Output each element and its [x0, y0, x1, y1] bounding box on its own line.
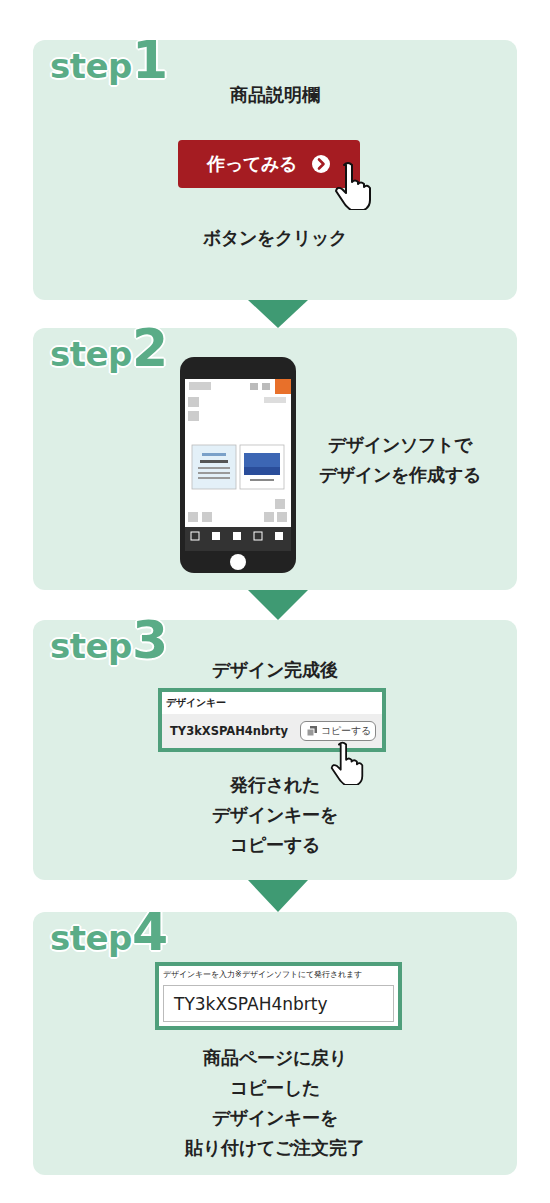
step-word: step [50, 918, 132, 958]
phone-illustration-part [240, 445, 284, 489]
phone-illustration-part [185, 379, 291, 551]
step-label: step2 [50, 322, 168, 374]
phone-illustration-part [250, 479, 274, 481]
text-label: デザインキー [166, 696, 226, 710]
phone-illustration-part [212, 532, 220, 540]
phone-illustration-part [191, 532, 199, 540]
phone-illustration-part [198, 467, 230, 469]
phone-illustration-part [180, 357, 296, 573]
arrow-icon-part [312, 155, 330, 173]
button-label: コピーする [321, 724, 371, 738]
phone-illustration-part [262, 383, 270, 390]
step-label: step3 [50, 614, 168, 666]
step-word: step [50, 626, 132, 666]
phone-illustration-part [198, 472, 230, 474]
flow-arrow [248, 880, 308, 912]
step-number: 4 [132, 902, 168, 962]
hand-cursor-part [336, 163, 370, 210]
text-label: ボタンをクリック [33, 223, 517, 253]
phone-illustration-part [254, 532, 262, 540]
arrow-icon [311, 154, 331, 174]
step-number: 1 [132, 30, 168, 90]
step-number: 3 [132, 610, 168, 670]
step-panel: TY3kXSPAH4nbrty デザインキーを入力※デザインソフトにて発行されます… [33, 912, 517, 1175]
step-word: step [50, 46, 132, 86]
phone-illustration-part [192, 445, 236, 489]
phone-illustration-part [264, 397, 286, 403]
phone-illustration-part [230, 554, 246, 570]
text-label: 商品説明欄 [33, 80, 517, 110]
phone-illustration-part [275, 499, 285, 509]
phone-illustration-part [189, 382, 211, 390]
phone-illustration-part [244, 453, 280, 475]
phone-illustration-part [275, 379, 291, 394]
phone-illustration-part [264, 512, 274, 522]
flow-arrow [248, 300, 308, 328]
text-label: デザイン完成後 [33, 655, 517, 685]
phone-illustration-part [200, 460, 228, 463]
hand-cursor [329, 740, 365, 785]
phone-illustration-part [233, 532, 241, 540]
step-label: step4 [50, 906, 168, 958]
arrow-icon-part [319, 160, 324, 169]
step-number: 2 [132, 318, 168, 378]
phone-illustration-part [275, 532, 283, 540]
button-label: 作ってみる [207, 152, 297, 176]
phone-illustration-part [244, 467, 280, 475]
step-label: step1 [50, 34, 168, 86]
copy-icon [306, 725, 318, 737]
text-label: 商品ページに戻り コピーした デザインキーを 貼り付けてご注文完了 [170, 1043, 380, 1163]
phone-illustration-part [188, 411, 199, 421]
phone-illustration-part [277, 512, 287, 522]
text-label: デザインソフトで デザインを作成する [305, 430, 495, 490]
step-panel: コピーするデザインキーTY3kXSPAH4nbrtystep3デザイン完成後発行… [33, 620, 517, 880]
phone-illustration [180, 357, 296, 573]
hand-cursor [333, 160, 373, 210]
flow-arrow [248, 590, 308, 620]
phone-illustration-part [202, 512, 212, 522]
hand-cursor-part [332, 743, 363, 785]
text-label: 発行された デザインキーを コピーする [195, 770, 355, 860]
action-button: 作ってみる [178, 140, 360, 188]
copy-icon-part [307, 729, 314, 736]
phone-illustration-part [188, 512, 198, 522]
input-box: TY3kXSPAH4nbrty デザインキーを入力※デザインソフトにて発行されます [155, 962, 402, 1030]
design-key-box: コピーする デザインキー TY3kXSPAH4nbrty [158, 688, 386, 752]
phone-illustration-part [202, 453, 226, 456]
step-word: step [50, 334, 132, 374]
text-label: デザインキーを入力※デザインソフトにて発行されます [163, 969, 362, 981]
step-panel: step2デザインソフトで デザインを作成する [33, 328, 517, 590]
phone-illustration-part [250, 383, 258, 390]
step-panel: 作ってみる step1商品説明欄ボタンをクリック [33, 40, 517, 300]
text-label: TY3kXSPAH4nbrty [174, 994, 328, 1014]
copy-button: コピーする [300, 721, 376, 741]
text-label: TY3kXSPAH4nbrty [170, 724, 288, 738]
phone-illustration-part [185, 527, 291, 551]
text-field: TY3kXSPAH4nbrty [163, 985, 394, 1022]
phone-illustration-part [188, 397, 199, 407]
phone-illustration-part [198, 477, 230, 479]
